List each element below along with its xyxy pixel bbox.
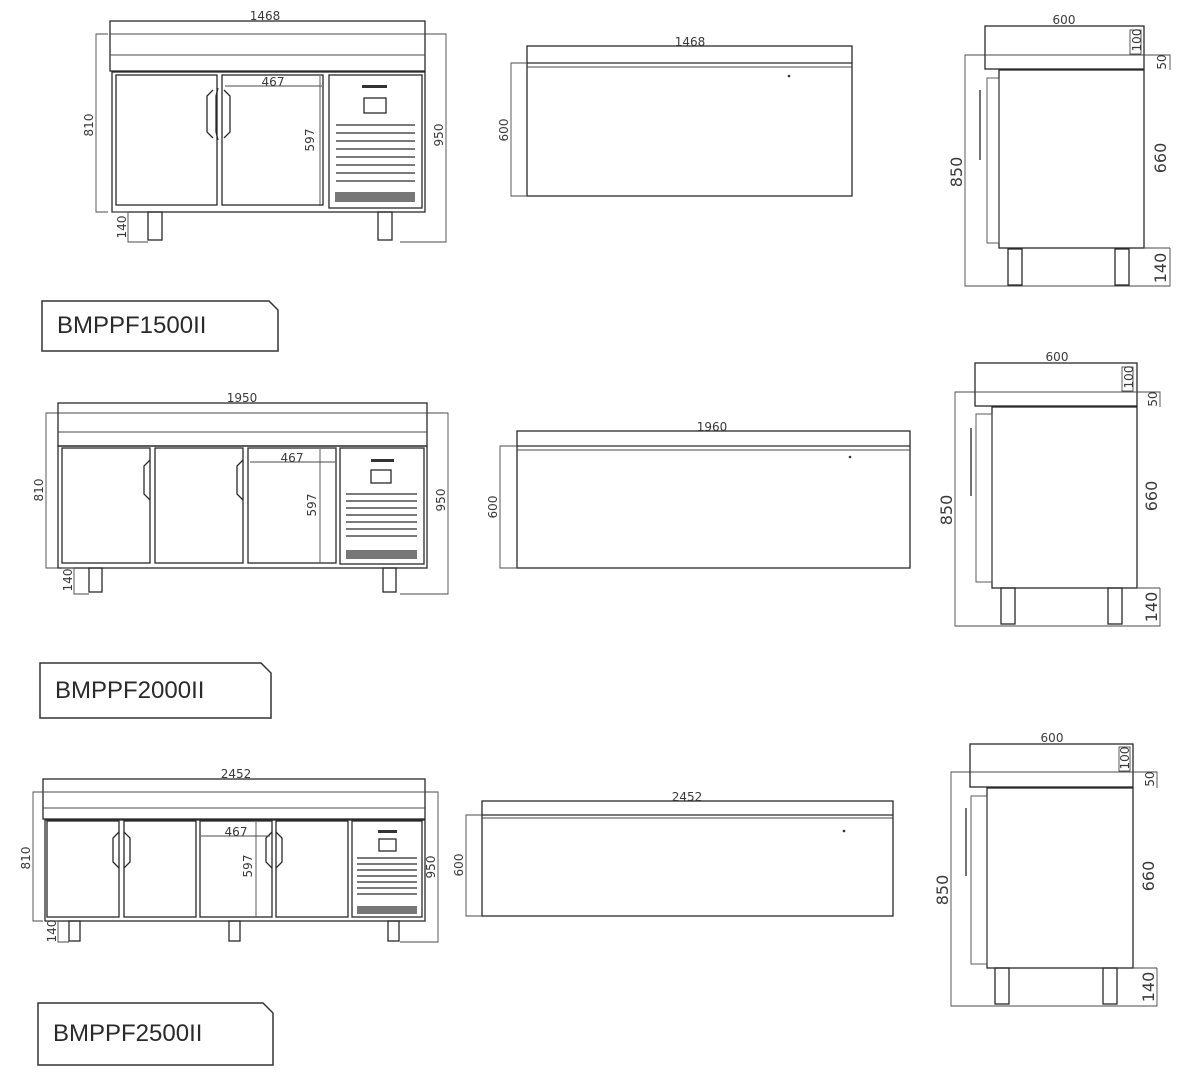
front-view-bmppf1500ii: 810 950 1468 467 597 (82, 9, 447, 243)
dim-depth: 600 (452, 854, 466, 877)
model-label-bmppf2500ii: BMPPF2500II (37, 1002, 274, 1066)
model-label-bmppf2000ii: BMPPF2000II (39, 662, 272, 719)
dim-leg-height: 140 (1151, 253, 1170, 284)
display-icon (378, 838, 397, 852)
dim-width: 1468 (675, 35, 706, 49)
leg (147, 211, 163, 241)
dim-door-width: 467 (281, 451, 304, 465)
dim-top-thickness: 50 (1146, 391, 1160, 406)
top-view-bmppf2500ii: 2452 600 (452, 790, 894, 917)
side-view-bmppf2000ii: 600 100 50 850 660 140 (937, 350, 1161, 627)
model-name: BMPPF2000II (55, 676, 205, 704)
top-view-bmppf1500ii: 1468 600 (497, 35, 853, 197)
dim-height-810: 810 (32, 479, 46, 502)
leg (994, 967, 1010, 1005)
leg (1102, 967, 1118, 1005)
dim-door-height: 597 (303, 129, 317, 152)
dim-body-height: 660 (1151, 143, 1170, 174)
leg (68, 920, 81, 942)
dim-depth: 600 (1053, 13, 1076, 27)
side-view-bmppf2500ii: 600 100 50 850 660 140 (933, 731, 1158, 1007)
dim-height-total: 850 (933, 875, 952, 906)
dim-leg-height: 140 (61, 569, 75, 592)
dim-height-total: 850 (937, 495, 956, 526)
dim-leg-height: 140 (1142, 592, 1161, 623)
dim-top-thickness: 50 (1143, 771, 1157, 786)
dim-width: 1950 (227, 391, 258, 405)
dim-depth: 600 (1046, 350, 1069, 364)
label-frame (41, 300, 279, 352)
leg (228, 920, 241, 942)
display-icon (363, 97, 387, 114)
display-icon (370, 469, 392, 484)
dim-height-810: 810 (19, 847, 33, 870)
leg (382, 567, 397, 593)
label-frame (37, 1002, 274, 1066)
dim-body-height: 660 (1139, 861, 1158, 892)
dim-top-thickness: 50 (1155, 54, 1169, 69)
leg (1107, 587, 1123, 625)
dim-door-height: 597 (241, 855, 255, 878)
dim-height-950: 950 (424, 856, 438, 879)
leg (1114, 248, 1130, 286)
leg (377, 211, 393, 241)
dim-leg-height: 140 (1139, 972, 1158, 1003)
dim-height-950: 950 (434, 489, 448, 512)
dim-backsplash: 100 (1130, 29, 1144, 52)
dim-depth: 600 (1041, 731, 1064, 745)
grille-icon (357, 857, 417, 914)
leg (1007, 248, 1023, 286)
top-view-bmppf2000ii: 1960 600 (486, 420, 911, 569)
dim-height-950: 950 (432, 124, 446, 147)
dim-width: 1960 (697, 420, 728, 434)
dim-backsplash: 100 (1122, 366, 1136, 389)
model-name: BMPPF1500II (57, 312, 207, 339)
brand-logo (371, 459, 394, 462)
grille-icon (335, 124, 415, 202)
brand-logo (378, 830, 397, 833)
model-name: BMPPF2500II (53, 1020, 203, 1047)
dim-body-height: 660 (1142, 481, 1161, 512)
leg (1000, 587, 1016, 625)
dim-door-height: 597 (305, 494, 319, 517)
grille-icon (346, 493, 417, 559)
dim-backsplash: 100 (1118, 747, 1132, 770)
label-frame (39, 662, 272, 719)
leg (88, 567, 103, 593)
dim-depth: 600 (486, 496, 500, 519)
dim-leg-height: 140 (115, 216, 129, 239)
leg (387, 920, 400, 942)
dim-leg-height: 140 (45, 920, 59, 943)
front-view-bmppf2000ii: 810 950 1950 467 597 140 (32, 391, 449, 595)
dim-depth: 600 (497, 119, 511, 142)
dim-height-total: 850 (947, 157, 966, 188)
dim-height-810: 810 (82, 114, 96, 137)
dim-door-width: 467 (262, 75, 285, 89)
front-view-bmppf2500ii: 810 950 2452 467 597 (19, 767, 439, 943)
dim-width: 2452 (221, 767, 252, 781)
brand-logo (362, 85, 387, 88)
dim-width: 1468 (250, 9, 281, 23)
side-view-bmppf1500ii: 600 100 50 850 660 140 (947, 13, 1171, 287)
dim-width: 2452 (672, 790, 703, 804)
model-label-bmppf1500ii: BMPPF1500II (41, 300, 279, 352)
dim-door-width: 467 (225, 825, 248, 839)
